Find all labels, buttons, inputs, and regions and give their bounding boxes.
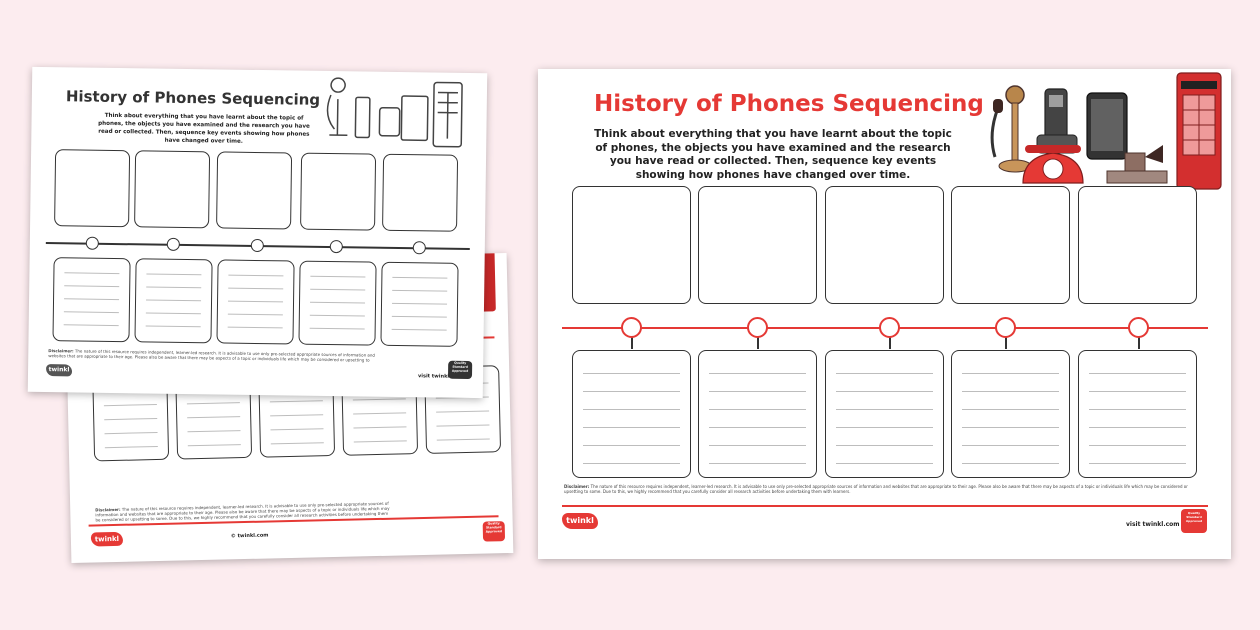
picture-box <box>698 186 817 304</box>
footer-line <box>562 505 1208 507</box>
timeline-node <box>879 317 900 338</box>
candlestick-phone-icon <box>990 85 1032 173</box>
timeline-node <box>747 317 768 338</box>
writing-box <box>216 259 295 345</box>
writing-box <box>52 257 131 343</box>
phone-box-icon <box>1176 72 1222 190</box>
timeline-node <box>621 317 642 338</box>
telegraph-icon <box>1106 145 1168 184</box>
writing-box <box>825 350 944 478</box>
disclaimer: Disclaimer: The nature of this resource … <box>564 484 1188 494</box>
picture-box <box>825 186 944 304</box>
worksheet-title: History of Phones Sequencing <box>65 87 321 109</box>
worksheet-main: History of Phones Sequencing Think about… <box>538 69 1231 559</box>
timeline-node <box>166 237 180 251</box>
timeline-node <box>412 241 426 255</box>
quality-badge: Quality Standard Approved <box>482 521 506 542</box>
picture-box <box>134 150 211 229</box>
worksheet-preview-front: History of Phones Sequencing Think about… <box>27 66 488 399</box>
writing-box <box>134 258 213 344</box>
quality-badge: Quality Standard Approved <box>1181 509 1207 533</box>
rotary-phone-icon <box>1022 145 1084 184</box>
quality-badge: Quality Standard Approved <box>447 360 473 380</box>
timeline-node <box>329 240 343 254</box>
phones-illustration <box>326 77 463 148</box>
timeline-node <box>1128 317 1149 338</box>
twinkl-logo: twinkl <box>45 364 73 377</box>
timeline-stem <box>889 337 891 349</box>
timeline-node <box>995 317 1016 338</box>
footer-url: © twinkl.com <box>230 532 269 540</box>
writing-box <box>1078 350 1197 478</box>
mobile-phone-icon <box>1086 92 1128 160</box>
writing-box <box>380 261 459 347</box>
twinkl-logo: twinkl <box>562 513 598 529</box>
picture-box <box>300 152 377 231</box>
worksheet-instructions: Think about everything that you have lea… <box>98 112 310 145</box>
writing-box <box>298 260 377 346</box>
timeline-stem <box>1138 337 1140 349</box>
timeline-node <box>250 238 264 253</box>
picture-box <box>382 153 459 232</box>
writing-box <box>698 350 817 478</box>
timeline-node <box>85 236 99 250</box>
timeline-stem <box>631 337 633 349</box>
timeline-stem <box>1005 337 1007 349</box>
twinkl-logo: twinkl <box>90 531 124 547</box>
writing-box <box>951 350 1070 478</box>
picture-box <box>54 149 131 228</box>
timeline-stem <box>757 337 759 349</box>
worksheet-instructions: Think about everything that you have lea… <box>594 128 952 181</box>
picture-box <box>572 186 691 304</box>
footer-url: visit twinkl.com <box>1126 521 1180 528</box>
picture-box <box>1078 186 1197 304</box>
picture-box <box>951 186 1070 304</box>
cordless-phone-icon <box>1036 88 1078 154</box>
picture-box <box>216 151 293 230</box>
writing-box <box>572 350 691 478</box>
phones-illustration <box>990 72 1222 190</box>
worksheet-title: History of Phones Sequencing <box>594 91 984 117</box>
disclaimer: Disclaimer: The nature of this resource … <box>48 348 376 363</box>
